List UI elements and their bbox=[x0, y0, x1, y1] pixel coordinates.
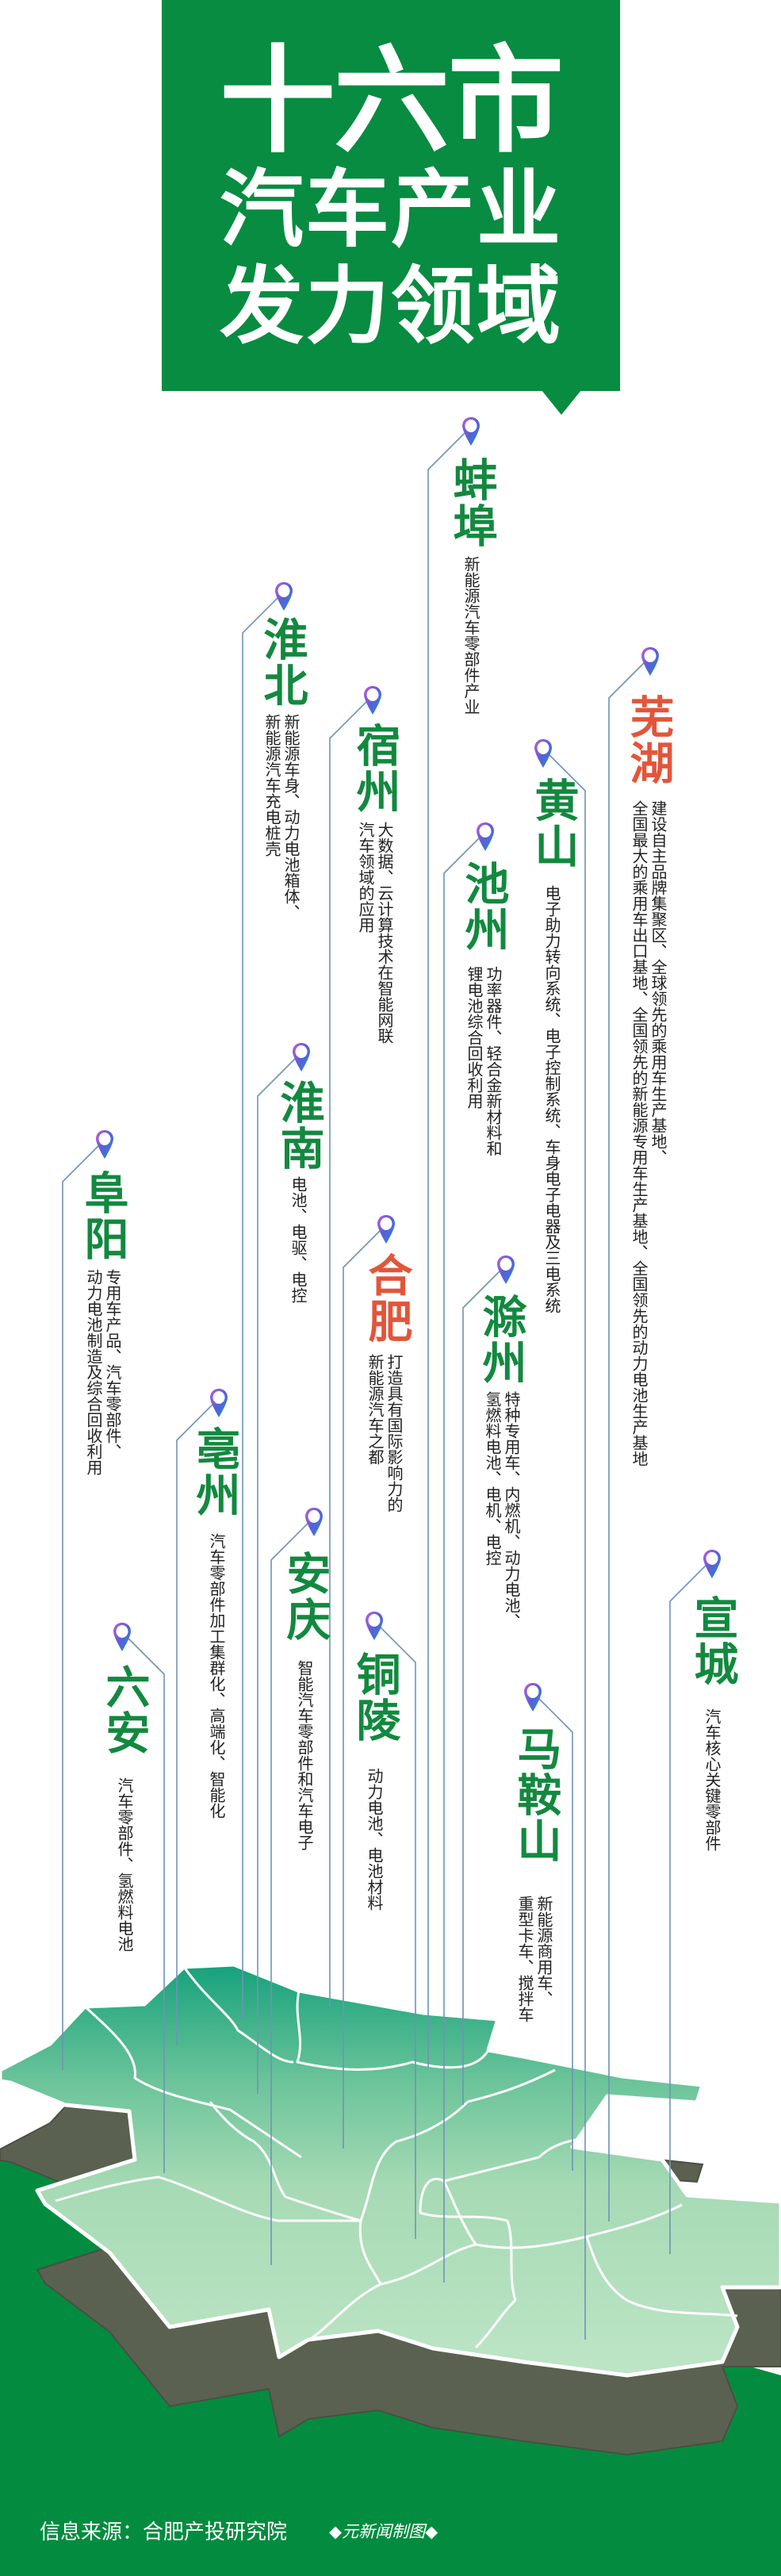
map-pin-icon bbox=[113, 1623, 131, 1651]
map-pin-icon bbox=[96, 1130, 113, 1159]
city-description-line: 重型卡车、搅拌车 bbox=[515, 1896, 534, 2022]
title-line-2: 汽车产业 bbox=[220, 161, 562, 259]
city-name: 池州 bbox=[457, 861, 509, 953]
footer-credit: ◆元新闻制图◆ bbox=[329, 2522, 438, 2541]
city-description: 大数据、云计算技术在智能网联汽车领域的应用 bbox=[356, 822, 394, 1044]
map-pin-icon bbox=[462, 417, 480, 446]
connector-line bbox=[128, 1638, 165, 2173]
location-pins bbox=[96, 417, 721, 1712]
city-description-line: 大数据、云计算技术在智能网联 bbox=[375, 822, 394, 1044]
city-name: 马鞍山 bbox=[510, 1726, 561, 1864]
city-description-line: 锂电池综合回收利用 bbox=[465, 966, 484, 1109]
city-description-line: 新能源汽车充电桩壳 bbox=[262, 714, 281, 857]
city-name: 安庆 bbox=[279, 1551, 331, 1643]
connector-line bbox=[380, 1627, 416, 2239]
map-pin-icon bbox=[377, 1215, 395, 1244]
city-description: 动力电池、电池材料 bbox=[365, 1768, 384, 1911]
map-pin-icon bbox=[364, 686, 381, 715]
city-description-line: 汽车零部件、氢燃料电池 bbox=[115, 1777, 134, 1952]
connector-line bbox=[443, 838, 480, 2283]
connector-line bbox=[549, 754, 586, 2340]
city-description-line: 氢燃料电池、电机、电控 bbox=[483, 1391, 502, 1566]
city-description-line: 专用车产品、汽车零部件、 bbox=[103, 1269, 122, 1459]
connector-lines bbox=[62, 432, 706, 2340]
connector-line bbox=[608, 662, 645, 2221]
city-description-line: 汽车核心关键零部件 bbox=[703, 1708, 722, 1851]
city-name: 淮北 bbox=[256, 616, 308, 708]
city-description: 功率器件、轻合金新材料和锂电池综合回收利用 bbox=[465, 966, 503, 1156]
city-name: 芜湖 bbox=[622, 694, 674, 786]
map-pin-icon bbox=[210, 1389, 228, 1417]
city-name: 蚌埠 bbox=[446, 457, 497, 549]
city-description: 汽车零部件、氢燃料电池 bbox=[115, 1777, 134, 1952]
city-description: 打造具有国际影响力的新能源汽车之都 bbox=[366, 1354, 404, 1512]
city-description: 电子助力转向系统、电子控制系统、车身电子电器及三电系统 bbox=[542, 885, 561, 1313]
city-description: 新能源汽车零部件产业 bbox=[461, 556, 480, 715]
city-description-line: 动力电池制造及综合回收利用 bbox=[84, 1269, 103, 1475]
city-description-line: 全国最大的乘用车出口基地、全国领先的新能源专用车生产基地、全国领先的动力电池生产… bbox=[630, 800, 649, 1466]
map-pin-icon bbox=[366, 1612, 383, 1640]
city-description: 新能源商用车、重型卡车、搅拌车 bbox=[515, 1896, 553, 2022]
city-description-line: 动力电池、电池材料 bbox=[365, 1768, 384, 1911]
city-description-line: 汽车零部件加工集群化、高端化、智能化 bbox=[207, 1533, 226, 1819]
connector-line bbox=[462, 1271, 500, 2105]
map-pin-icon bbox=[305, 1508, 323, 1536]
city-description: 新能源车身、动力电池箱体、新能源汽车充电桩壳 bbox=[262, 714, 301, 920]
connector-line bbox=[62, 1145, 99, 2070]
city-description-line: 新能源汽车零部件产业 bbox=[461, 556, 480, 715]
city-description: 智能汽车零部件和汽车电子 bbox=[295, 1660, 314, 1850]
city-name: 淮南 bbox=[273, 1079, 324, 1171]
city-name: 六安 bbox=[98, 1664, 150, 1756]
map-pin-icon bbox=[293, 1043, 310, 1071]
city-description: 汽车核心关键零部件 bbox=[703, 1708, 722, 1851]
connector-line bbox=[669, 1565, 706, 2254]
connector-line bbox=[427, 432, 465, 2068]
connector-line bbox=[538, 1698, 573, 2171]
map-pin-icon bbox=[534, 739, 552, 768]
city-description: 特种专用车、内燃机、动力电池、氢燃料电池、电机、电控 bbox=[483, 1391, 521, 1629]
city-description: 汽车零部件加工集群化、高端化、智能化 bbox=[207, 1533, 226, 1819]
city-name: 黄山 bbox=[527, 777, 579, 869]
city-description-line: 电子助力转向系统、电子控制系统、车身电子电器及三电系统 bbox=[542, 885, 561, 1313]
city-description: 建设自主品牌集聚区、全球领先的乘用车生产基地、全国最大的乘用车出口基地、全国领先… bbox=[630, 800, 668, 1466]
connector-line bbox=[242, 597, 278, 2019]
city-description-line: 新能源商用车、 bbox=[534, 1896, 553, 2007]
connector-line bbox=[257, 1058, 296, 2094]
city-description-line: 智能汽车零部件和汽车电子 bbox=[295, 1660, 314, 1850]
map-pin-icon bbox=[641, 647, 659, 676]
map-pin-icon bbox=[703, 1550, 721, 1578]
map-pin-icon bbox=[497, 1255, 515, 1284]
footer-source: 信息来源：合肥产投研究院 bbox=[40, 2520, 288, 2544]
title-line-1: 十六市 bbox=[220, 34, 564, 169]
city-description-line: 建设自主品牌集聚区、全球领先的乘用车生产基地、 bbox=[649, 800, 668, 1165]
city-name: 合肥 bbox=[361, 1252, 412, 1344]
city-name: 亳州 bbox=[189, 1426, 240, 1518]
title-banner: 十六市 汽车产业 发力领域 bbox=[162, 0, 620, 391]
city-description-line: 电池、电驱、电控 bbox=[289, 1176, 308, 1303]
city-description-line: 新能源汽车之都 bbox=[366, 1354, 385, 1465]
city-name: 滁州 bbox=[475, 1294, 526, 1386]
title-banner-pointer bbox=[542, 390, 581, 415]
city-name: 宣城 bbox=[687, 1595, 738, 1687]
map-pin-icon bbox=[477, 822, 494, 851]
connector-line bbox=[270, 1523, 308, 2265]
city-description: 专用车产品、汽车零部件、动力电池制造及综合回收利用 bbox=[84, 1269, 122, 1475]
city-name: 宿州 bbox=[349, 723, 400, 815]
city-name: 铜陵 bbox=[349, 1651, 400, 1743]
map-pin-icon bbox=[275, 582, 293, 611]
city-boundaries bbox=[55, 1966, 738, 2349]
map-pin-icon bbox=[524, 1683, 542, 1712]
city-description-line: 新能源车身、动力电池箱体、 bbox=[281, 714, 301, 920]
city-description-line: 特种专用车、内燃机、动力电池、 bbox=[502, 1391, 521, 1629]
connector-line bbox=[329, 701, 367, 2007]
city-description: 电池、电驱、电控 bbox=[289, 1176, 308, 1303]
title-line-3: 发力领域 bbox=[220, 258, 562, 355]
city-description-line: 汽车领域的应用 bbox=[356, 822, 375, 933]
city-description-line: 功率器件、轻合金新材料和 bbox=[484, 966, 503, 1156]
connector-line bbox=[176, 1404, 213, 2045]
city-name: 阜阳 bbox=[77, 1170, 128, 1262]
city-description-line: 打造具有国际影响力的 bbox=[385, 1354, 404, 1512]
connector-line bbox=[343, 1230, 381, 2149]
